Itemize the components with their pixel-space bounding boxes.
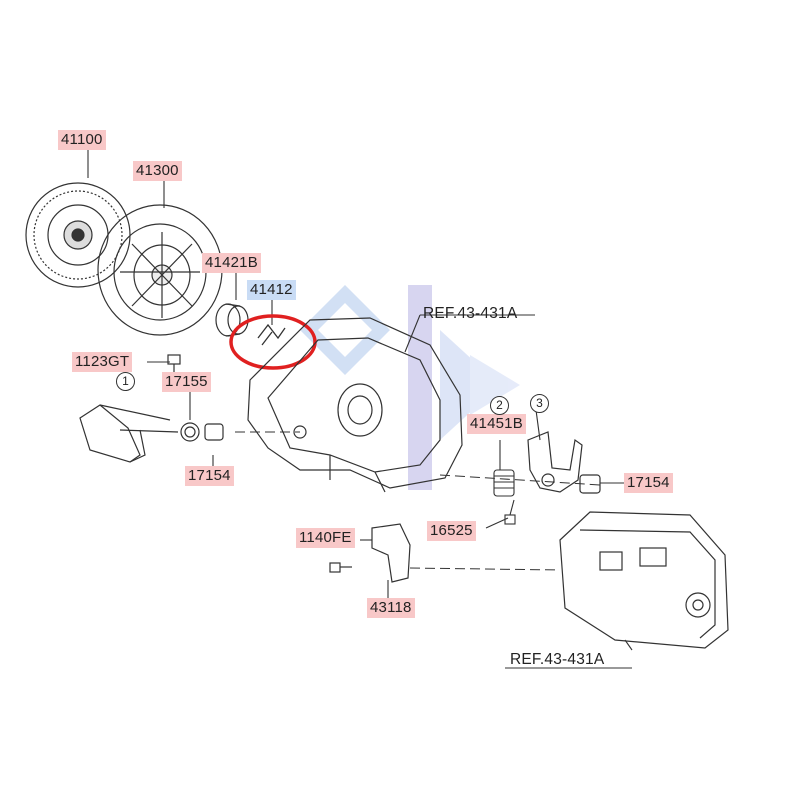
ref-label-top[interactable]: REF.43-431A bbox=[423, 305, 518, 322]
plug-drawing bbox=[579, 474, 601, 494]
bolt-16525-drawing bbox=[504, 499, 516, 525]
ref-label-bottom[interactable]: REF.43-431A bbox=[510, 651, 605, 668]
center-lines bbox=[235, 431, 601, 571]
transmission-case-drawing bbox=[559, 511, 729, 649]
shift-fork-drawing bbox=[527, 431, 583, 493]
part-label-41300[interactable]: 41300 bbox=[133, 161, 182, 181]
bushing-drawing bbox=[180, 422, 224, 442]
callout-3: 3 bbox=[530, 394, 549, 413]
part-label-1123gt[interactable]: 1123GT bbox=[72, 352, 133, 372]
pressure-plate-drawing bbox=[97, 204, 223, 336]
part-label-41421b[interactable]: 41421B bbox=[202, 253, 261, 273]
part-label-17154-right[interactable]: 17154 bbox=[624, 473, 673, 493]
callout-1: 1 bbox=[116, 372, 135, 391]
fork-shaft-drawing bbox=[79, 404, 179, 463]
part-label-17154-left[interactable]: 17154 bbox=[185, 466, 234, 486]
spring-drawing bbox=[493, 469, 515, 497]
part-label-16525[interactable]: 16525 bbox=[427, 521, 476, 541]
release-bearing-drawing bbox=[215, 303, 249, 337]
watermark-logo bbox=[300, 285, 520, 490]
part-label-41412[interactable]: 41412 bbox=[247, 280, 296, 300]
leader-lines bbox=[87, 150, 633, 669]
highlight-circle bbox=[229, 314, 317, 370]
bracket-drawing bbox=[329, 523, 411, 583]
part-label-41100[interactable]: 41100 bbox=[58, 130, 106, 150]
callout-2: 2 bbox=[490, 396, 509, 415]
part-label-1140fe[interactable]: 1140FE bbox=[296, 528, 355, 548]
part-label-43118[interactable]: 43118 bbox=[367, 598, 415, 618]
part-label-41451b[interactable]: 41451B bbox=[467, 414, 526, 434]
transmission-housing-drawing bbox=[247, 317, 463, 493]
part-label-17155[interactable]: 17155 bbox=[162, 372, 211, 392]
clip-drawing bbox=[257, 323, 286, 346]
